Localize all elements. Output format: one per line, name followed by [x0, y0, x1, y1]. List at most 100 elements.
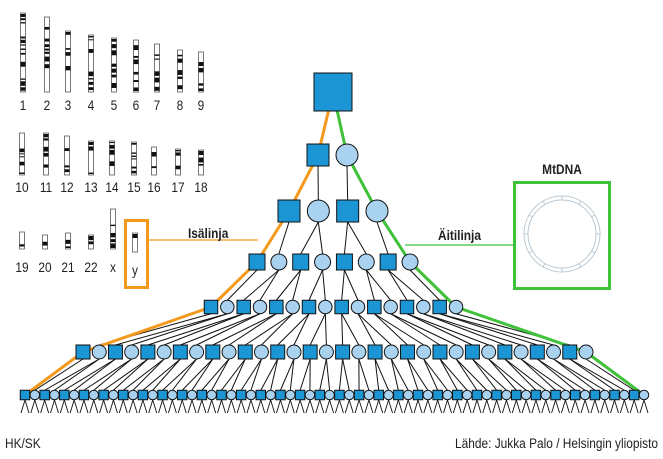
tree-link — [466, 399, 472, 414]
tree-link — [447, 399, 452, 414]
tree-link — [309, 313, 326, 346]
maternal-line-segment — [408, 260, 458, 309]
tree-link — [122, 399, 128, 414]
tree-link — [212, 313, 277, 346]
male-square-node — [589, 389, 601, 401]
tree-link — [452, 399, 458, 414]
tree-link — [342, 358, 350, 391]
male-square-node — [78, 389, 90, 401]
tree-link — [472, 358, 498, 391]
male-square-node — [107, 344, 123, 360]
female-circle-node — [416, 299, 431, 315]
tree-link — [610, 399, 615, 414]
tree-link — [506, 399, 511, 414]
chromosome-x: x — [110, 208, 116, 275]
mtdna-ring-icon — [523, 195, 601, 273]
tree-link — [277, 313, 310, 346]
tree-link — [295, 399, 301, 414]
tree-link — [423, 358, 439, 391]
tree-link — [315, 399, 321, 414]
tree-link — [243, 269, 280, 301]
male-square-node — [205, 344, 221, 360]
chromosome-7: 7 — [154, 43, 161, 113]
chromosome-1: 1 — [20, 12, 26, 113]
tree-link — [89, 399, 95, 414]
female-circle-node — [343, 389, 355, 401]
female-circle-node — [351, 344, 367, 360]
male-square-node — [237, 344, 253, 360]
tree-link — [553, 358, 605, 391]
tree-link — [569, 358, 625, 391]
female-circle-node — [252, 299, 268, 315]
chromosome-label: 12 — [60, 179, 73, 195]
female-circle-node — [401, 253, 419, 271]
female-circle-node — [270, 253, 288, 271]
tree-link — [158, 399, 163, 414]
credit-text: HK/SK — [5, 435, 41, 451]
tree-link — [181, 399, 187, 414]
female-circle-node — [578, 344, 594, 360]
tree-link — [623, 399, 629, 414]
male-square-node — [334, 299, 349, 315]
female-circle-node — [318, 299, 333, 315]
chromosome-label: 13 — [84, 179, 97, 195]
male-square-node — [216, 389, 227, 401]
tree-link — [482, 399, 488, 414]
tree-link — [34, 399, 40, 414]
tree-link — [93, 399, 99, 414]
mtdna-label: MtDNA — [542, 161, 582, 177]
tree-link — [259, 269, 280, 301]
tree-link — [69, 399, 75, 414]
tree-link — [455, 358, 488, 391]
tree-link — [293, 313, 310, 346]
male-square-node — [140, 344, 156, 360]
tree-link — [261, 313, 294, 346]
male-square-node — [609, 389, 620, 401]
tree-link — [525, 399, 531, 414]
tree-link — [423, 358, 448, 391]
tree-link — [423, 399, 429, 414]
tree-link — [341, 313, 344, 346]
tree-link — [289, 399, 295, 414]
tree-link — [266, 399, 272, 414]
female-circle-node — [383, 299, 398, 315]
female-circle-node — [91, 344, 107, 360]
tree-link — [147, 313, 244, 346]
tree-link — [230, 399, 236, 414]
female-circle-node — [108, 389, 119, 401]
female-circle-node — [638, 389, 650, 401]
tree-link — [221, 358, 246, 391]
tree-link — [152, 358, 181, 391]
chromosome-label: 7 — [154, 97, 161, 113]
chromosome-label: 9 — [198, 97, 205, 113]
tree-link — [537, 358, 576, 391]
tree-link — [407, 358, 429, 391]
tree-link — [541, 399, 547, 414]
chromosome-20: 20 — [38, 234, 52, 275]
tree-link — [390, 313, 441, 346]
tree-link — [305, 399, 311, 414]
tree-link — [560, 399, 566, 414]
male-square-node — [550, 389, 561, 401]
chromosome-6: 6 — [133, 39, 139, 113]
chromosome-label: 5 — [111, 97, 118, 113]
tree-link — [358, 358, 370, 391]
tree-link — [590, 399, 596, 414]
tree-link — [54, 358, 100, 391]
mtdna-box — [513, 181, 611, 290]
tree-link — [455, 358, 478, 391]
male-square-node — [172, 344, 188, 360]
tree-link — [240, 358, 262, 391]
tree-link — [338, 399, 344, 414]
tree-link — [59, 399, 65, 414]
tree-link — [403, 399, 409, 414]
chromosome-5: 5 — [111, 37, 118, 113]
female-circle-node — [285, 389, 296, 401]
tree-link — [280, 399, 285, 414]
tree-link — [614, 399, 619, 414]
tree-link — [439, 313, 538, 346]
female-circle-node — [189, 344, 205, 360]
tree-link — [270, 399, 276, 414]
tree-link — [365, 269, 392, 301]
